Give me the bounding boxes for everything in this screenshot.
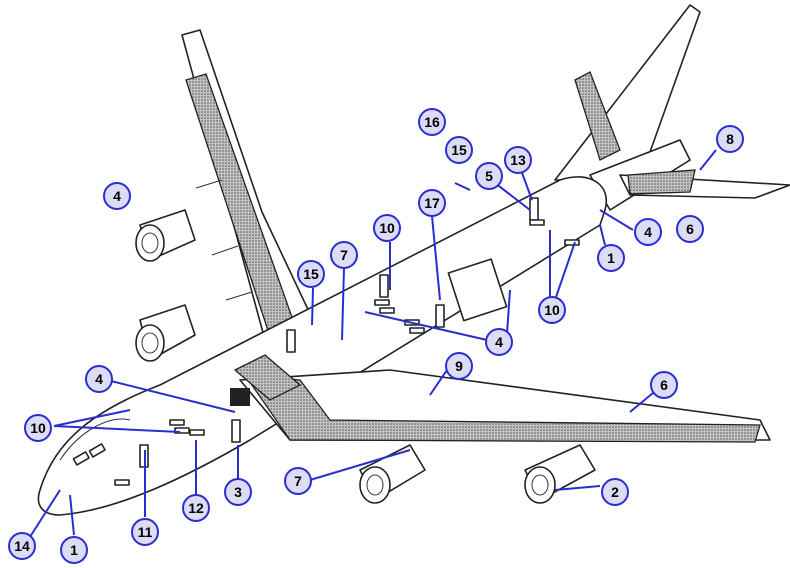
callout-label: 16	[424, 114, 440, 130]
fuselage-door	[231, 419, 241, 443]
callout-4: 4	[103, 182, 131, 210]
callout-label: 15	[451, 142, 467, 158]
callout-1: 1	[60, 536, 88, 564]
callout-6: 6	[676, 215, 704, 243]
callout-label: 4	[95, 371, 103, 387]
callout-label: 10	[379, 220, 395, 236]
cockpit-window	[88, 443, 106, 458]
elevator-shading	[627, 169, 696, 195]
aircraft-drawing	[37, 4, 790, 516]
callout-6: 6	[650, 371, 678, 399]
callout-4: 4	[85, 365, 113, 393]
callout-9: 9	[445, 352, 473, 380]
callout-label: 9	[455, 358, 463, 374]
callout-label: 14	[14, 538, 30, 554]
wing-box-dark	[230, 388, 250, 406]
callout-label: 4	[113, 188, 121, 204]
callout-label: 15	[303, 266, 319, 282]
tail-rudder-shading	[574, 71, 621, 161]
callout-label: 12	[188, 500, 204, 516]
callout-14: 14	[8, 532, 36, 560]
callout-label: 3	[234, 484, 242, 500]
callout-label: 10	[30, 420, 46, 436]
left-wing-flap-shading	[185, 73, 301, 353]
callout-label: 17	[424, 195, 440, 211]
callout-8: 8	[716, 125, 744, 153]
callout-7: 7	[330, 241, 358, 269]
callout-label: 1	[607, 250, 615, 266]
callout-10: 10	[538, 296, 566, 324]
callout-13: 13	[504, 146, 532, 174]
engine-near-inboard	[359, 444, 426, 504]
cargo-door	[447, 258, 508, 322]
engine-near-outboard	[524, 444, 596, 504]
callout-4: 4	[634, 218, 662, 246]
callouts: 16 15 13 5 8 4 6 1	[8, 108, 744, 564]
callout-15: 15	[297, 260, 325, 288]
callout-label: 6	[660, 377, 668, 393]
fuselage-door	[286, 329, 296, 353]
fuselage-door	[529, 197, 539, 221]
callout-label: 7	[294, 473, 302, 489]
callout-16: 16	[418, 108, 446, 136]
callout-label: 13	[510, 152, 526, 168]
callout-12: 12	[182, 494, 210, 522]
callout-4: 4	[485, 328, 513, 356]
engine-far-outboard	[135, 209, 196, 262]
callout-label: 7	[340, 247, 348, 263]
callout-3: 3	[224, 478, 252, 506]
fuselage-door	[379, 274, 389, 298]
callout-15: 15	[445, 136, 473, 164]
callout-10: 10	[373, 214, 401, 242]
callout-label: 4	[495, 334, 503, 350]
callout-label: 4	[644, 224, 652, 240]
callout-17: 17	[418, 189, 446, 217]
fuselage-door	[435, 304, 445, 328]
callout-label: 1	[70, 542, 78, 558]
callout-7: 7	[284, 467, 312, 495]
callout-label: 2	[611, 484, 619, 500]
callout-10: 10	[24, 414, 52, 442]
fuselage	[37, 176, 608, 516]
callout-1: 1	[597, 244, 625, 272]
engine-far-inboard	[135, 304, 196, 362]
callout-2: 2	[601, 478, 629, 506]
callout-label: 11	[138, 524, 153, 540]
callout-label: 6	[686, 221, 694, 237]
leader-lines	[27, 149, 717, 541]
cockpit-window	[72, 451, 90, 466]
callout-label: 10	[544, 302, 560, 318]
right-wing-flap-shading	[243, 374, 761, 443]
cockpit	[59, 418, 131, 461]
callout-label: 8	[726, 131, 734, 147]
callout-5: 5	[475, 162, 503, 190]
wing-root-shading	[233, 354, 302, 401]
callout-label: 5	[485, 168, 493, 184]
callout-11: 11	[131, 518, 159, 546]
